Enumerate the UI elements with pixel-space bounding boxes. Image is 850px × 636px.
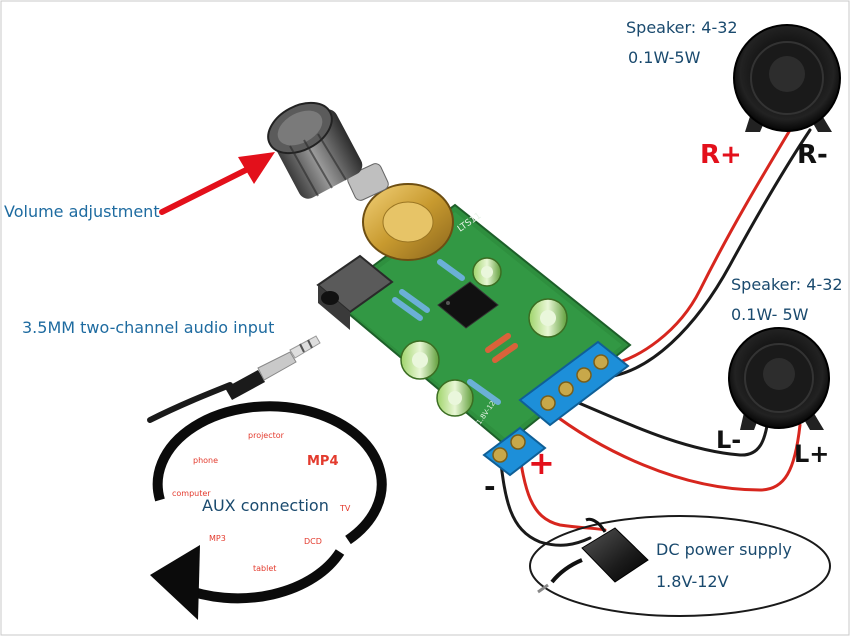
potentiometer [347, 163, 454, 261]
aux-circle-arrow [150, 401, 387, 620]
audio-input-socket [316, 254, 394, 330]
speaker-terminal-block [518, 340, 630, 427]
speaker-r-spec-line2: 0.1W-5W [628, 48, 701, 67]
l-minus-label: L- [716, 426, 742, 454]
aux-device-tablet: tablet [253, 564, 277, 573]
capacitor-4 [436, 379, 474, 417]
aux-device-projector: projector [248, 431, 284, 440]
power-supply-outline [529, 515, 831, 617]
power-supply-label-line1: DC power supply [656, 540, 792, 559]
speaker-r-wires [590, 128, 812, 380]
power-terminal-block [482, 426, 547, 477]
aux-device-mp4: MP4 [307, 454, 339, 469]
capacitor-2 [528, 298, 568, 338]
speaker-l-wires [546, 393, 802, 492]
r-plus-label: R+ [700, 140, 742, 170]
power-screw-plus [510, 434, 526, 450]
audio-input-label: 3.5MM two-channel audio input [22, 318, 275, 337]
wire-power-minus [498, 453, 592, 547]
volume-arrow [159, 152, 275, 215]
l-plus-label: L+ [794, 440, 830, 468]
power-plus-label: + [528, 444, 555, 482]
wire-r-minus [590, 128, 812, 380]
aux-connection-title: AUX connection [202, 496, 329, 515]
power-minus-label: - [484, 470, 496, 503]
volume-label: Volume adjustment [4, 202, 160, 221]
aux-device-phone: phone [193, 456, 219, 465]
power-adapter [537, 517, 649, 594]
speaker-l-spec-line1: Speaker: 4-32 [731, 275, 843, 294]
amplifier-chip [437, 281, 499, 329]
speaker-l-spec-line2: 0.1W- 5W [731, 305, 809, 324]
power-wires [498, 443, 607, 547]
aux-device-dcd: DCD [304, 537, 322, 546]
resistors [392, 259, 518, 405]
power-supply-label-line2: 1.8V-12V [656, 572, 729, 591]
volume-knob [267, 101, 363, 199]
aux-device-computer: computer [172, 489, 211, 498]
audio-jack-plug [147, 335, 321, 423]
capacitor-1 [472, 257, 502, 287]
terminal-screw-2 [558, 381, 574, 397]
speaker-left [728, 327, 830, 430]
terminal-screw-3 [576, 367, 592, 383]
capacitor-3 [400, 340, 440, 380]
aux-device-mp3: MP3 [209, 534, 226, 543]
speaker-right [733, 24, 841, 132]
terminal-screw-4 [593, 354, 609, 370]
aux-device-tv: TV [340, 504, 351, 513]
amplifier-board: LTS11 1.8V-12V [267, 101, 632, 477]
wire-l-minus [558, 393, 770, 457]
wire-l-plus [546, 408, 802, 492]
wire-r-plus [602, 128, 792, 368]
r-minus-label: R- [797, 140, 828, 170]
power-screw-minus [492, 447, 508, 463]
speaker-r-spec-line1: Speaker: 4-32 [626, 18, 738, 37]
wire-power-plus [516, 443, 607, 532]
terminal-screw-1 [540, 395, 556, 411]
